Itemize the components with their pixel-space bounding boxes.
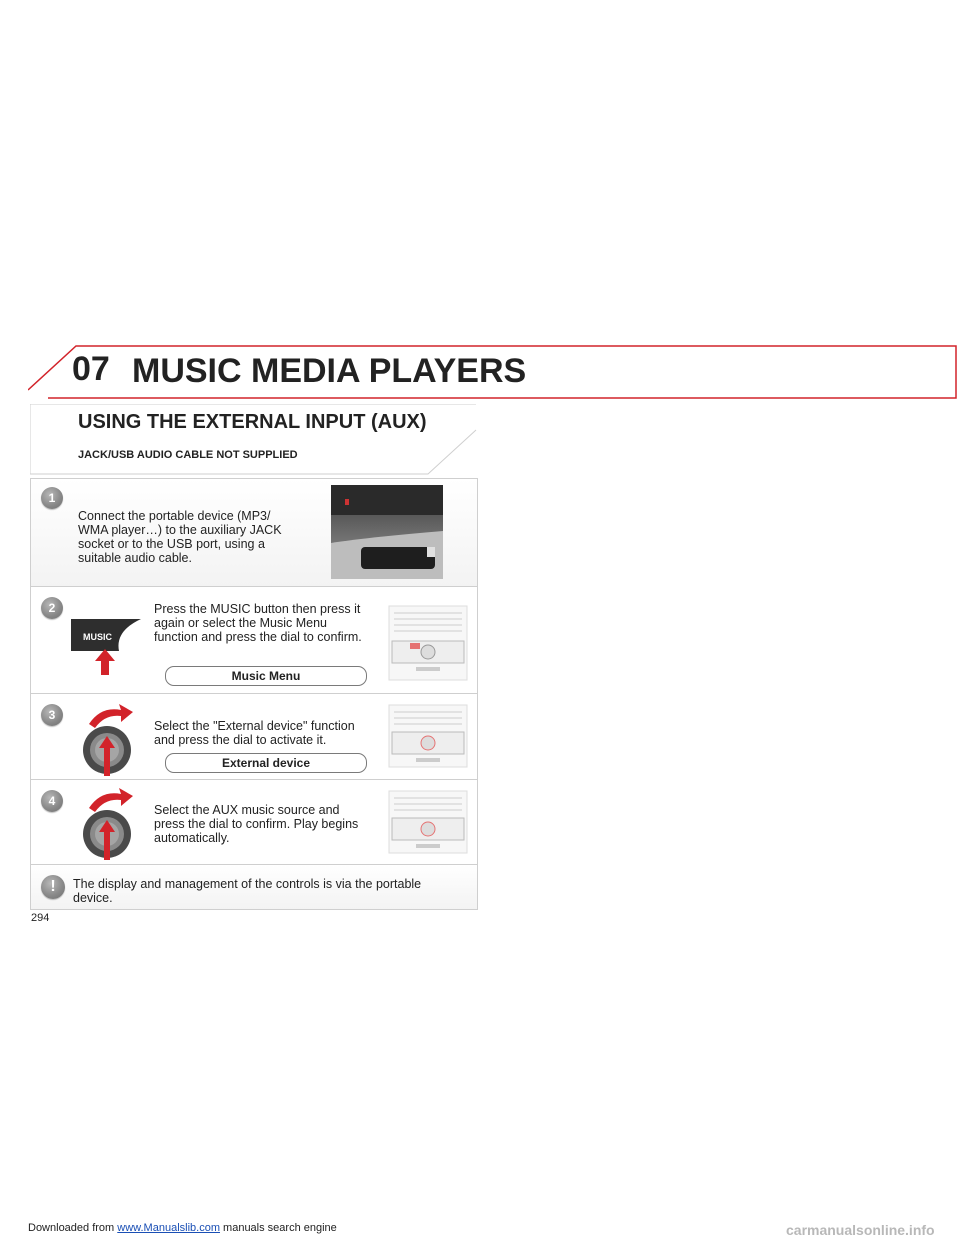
music-button-label: MUSIC — [83, 632, 113, 642]
page-number: 294 — [31, 912, 50, 924]
car-console-photo — [331, 485, 443, 579]
step-2-badge: 2 — [41, 597, 63, 619]
music-button-icon: MUSIC — [71, 619, 141, 675]
footer-suffix: manuals search engine — [219, 1222, 337, 1234]
step-4-badge: 4 — [41, 790, 63, 812]
music-menu-pill: Music Menu — [165, 666, 367, 686]
radio-panel-image — [388, 790, 468, 854]
warning-panel: ! The display and management of the cont… — [30, 864, 478, 910]
warning-text: The display and management of the contro… — [73, 877, 422, 905]
section-header-frame — [30, 404, 477, 475]
step-4-panel: 4 Select the AUX music source and press … — [30, 779, 478, 866]
step-3-panel: 3 Select the "External device" function … — [30, 693, 478, 781]
manualslib-link[interactable]: www.Manualslib.com — [117, 1222, 220, 1234]
chapter-header-frame — [28, 345, 957, 399]
external-device-pill: External device — [165, 753, 367, 773]
chapter-number: 07 — [72, 350, 110, 388]
step-3-text: Select the "External device" function an… — [154, 719, 355, 747]
warning-icon: ! — [41, 875, 65, 899]
dial-rotate-icon — [83, 788, 133, 860]
step-1-panel: 1 Connect the portable device (MP3/ WMA … — [30, 478, 478, 588]
step-2-panel: 2 MUSIC Press the MUSIC button then pres… — [30, 586, 478, 695]
dial-rotate-icon — [83, 704, 133, 776]
radio-panel-image — [388, 605, 468, 681]
section-subtitle: JACK/USB AUDIO CABLE NOT SUPPLIED — [78, 449, 298, 461]
step-3-badge: 3 — [41, 704, 63, 726]
watermark: carmanualsonline.info — [786, 1222, 935, 1238]
radio-panel-image — [388, 704, 468, 768]
step-1-badge: 1 — [41, 487, 63, 509]
download-footer: Downloaded from www.Manualslib.com manua… — [28, 1222, 337, 1234]
step-1-text: Connect the portable device (MP3/ WMA pl… — [78, 509, 282, 565]
chapter-title: MUSIC MEDIA PLAYERS — [132, 352, 527, 390]
step-2-text: Press the MUSIC button then press it aga… — [154, 602, 362, 644]
footer-prefix: Downloaded from — [28, 1222, 118, 1234]
step-4-text: Select the AUX music source and press th… — [154, 803, 359, 845]
section-title: USING THE EXTERNAL INPUT (AUX) — [78, 411, 427, 433]
